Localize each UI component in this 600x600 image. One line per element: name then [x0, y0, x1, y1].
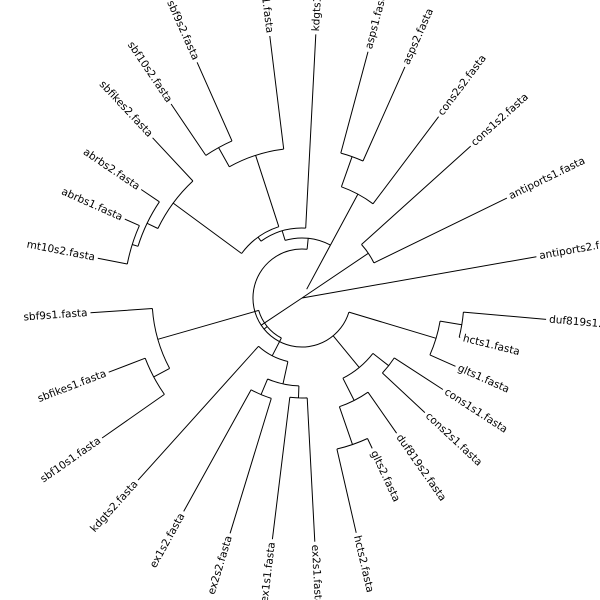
leaf-label: ex2s1.fasta	[309, 544, 324, 600]
leaf-label: ex1s1.fasta	[259, 541, 278, 600]
leaf-label: sbf9s1.fasta	[23, 307, 88, 323]
leaf-label: kdgts1.fasta	[310, 0, 325, 32]
leaf-label: duf819s2.fasta	[393, 432, 448, 503]
leaf-label: ex2s2.fasta	[206, 534, 235, 596]
leaf-label: cons2s2.fasta	[436, 53, 489, 118]
leaf-label: sbf10s2.fasta	[125, 39, 175, 104]
leaf-label: kdgts2.fasta	[88, 478, 141, 534]
leaf-label: cons2s1.fasta	[423, 410, 484, 468]
leaf-label: asps1.fasta	[363, 0, 390, 50]
tree-branch-path	[90, 34, 547, 542]
leaf-label: glts2.fasta	[368, 449, 402, 504]
leaf-label: cons1s1.fasta	[442, 386, 509, 436]
leaf-label: hcts2.fasta	[351, 534, 376, 593]
leaf-label: abrbs1.fasta	[60, 186, 125, 224]
tree-leaf-labels: antiports2.fasta duf819s1.fasta hcts1.fast…	[23, 0, 600, 600]
leaf-label: antiports2.fasta	[538, 236, 600, 262]
leaf-label: cons1s2.fasta	[469, 91, 531, 149]
leaf-label: ex1s2.fasta	[148, 511, 188, 570]
tree-branches	[90, 34, 547, 542]
leaf-label: abrbs2.fasta	[81, 146, 142, 193]
leaf-label: antiports1.fasta	[507, 155, 587, 202]
leaf-label: duf819s1.fasta	[549, 314, 600, 333]
leaf-label: asps2.fasta	[401, 7, 436, 67]
leaf-label: hcts1.fasta	[462, 332, 521, 358]
leaf-label: mt10s1.fasta	[255, 0, 275, 34]
leaf-label: sbfikes1.fasta	[36, 368, 108, 405]
leaf-label: sbf10s1.fasta	[38, 435, 103, 485]
leaf-label: sbf9s2.fasta	[164, 0, 201, 62]
leaf-label: sbfikes2.fasta	[97, 78, 155, 139]
leaf-label: mt10s2.fasta	[26, 239, 96, 264]
leaf-label: glts1.fasta	[456, 362, 511, 395]
